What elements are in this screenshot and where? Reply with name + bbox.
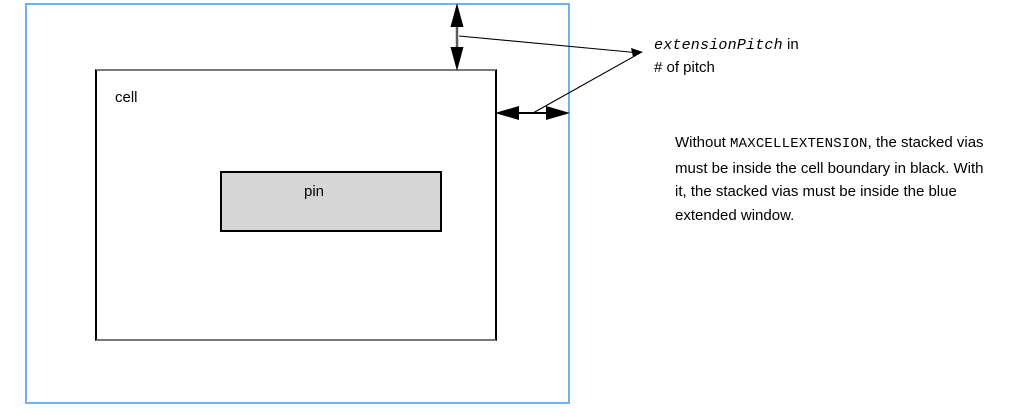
cell-label: cell <box>115 89 138 106</box>
cell-boundary-rect <box>95 69 497 341</box>
extended-window-rect <box>25 3 570 404</box>
leader-arrowhead <box>631 48 643 57</box>
extension-pitch-suffix: in <box>782 36 799 53</box>
pin-label: pin <box>303 183 325 200</box>
extension-pitch-callout: extensionPitch in # of pitch <box>654 34 994 79</box>
maxcellextension-note: Without MAXCELLEXTENSION, the stacked vi… <box>675 131 997 227</box>
pin-rect <box>220 171 442 232</box>
note-code: MAXCELLEXTENSION <box>730 136 868 152</box>
note-part1: Without <box>675 134 731 151</box>
extension-pitch-line2: # of pitch <box>654 59 715 76</box>
note-part2: , the stacked vias must be inside the ce… <box>675 134 984 224</box>
extension-pitch-code: extensionPitch <box>654 37 783 54</box>
